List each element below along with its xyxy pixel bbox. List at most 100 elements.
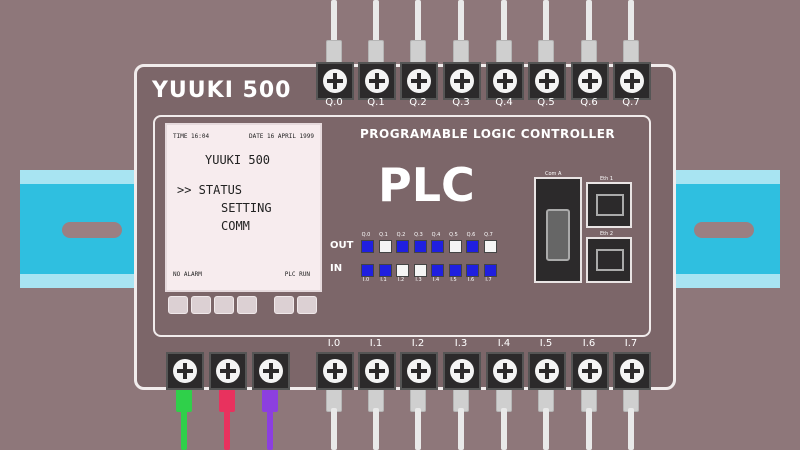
output-terminal-label: Q.7 xyxy=(622,97,640,108)
lcd-date: DATE 16 APRIL 1999 xyxy=(248,133,314,140)
output-wire xyxy=(543,0,549,45)
input-terminal[interactable] xyxy=(571,352,609,390)
output-terminal[interactable] xyxy=(316,62,354,100)
input-led-label: I.4 xyxy=(432,277,440,283)
power-terminal[interactable] xyxy=(166,352,204,390)
input-led xyxy=(431,264,444,277)
panel-button-1[interactable] xyxy=(168,296,188,314)
input-terminal-label: I.7 xyxy=(624,338,638,349)
screw-icon xyxy=(407,359,431,383)
panel-button-3[interactable] xyxy=(214,296,234,314)
lcd-menu-status[interactable]: >> STATUS xyxy=(177,183,243,197)
output-led xyxy=(413,240,427,253)
output-terminal[interactable] xyxy=(443,62,481,100)
input-terminal-label: I.3 xyxy=(454,338,468,349)
output-led-label: Q.3 xyxy=(414,232,423,238)
output-terminal[interactable] xyxy=(486,62,524,100)
output-led-label: Q.6 xyxy=(466,232,476,238)
output-wire xyxy=(458,0,464,45)
output-wire-plug xyxy=(453,40,469,64)
lcd-menu-comm[interactable]: COMM xyxy=(221,219,250,233)
input-wire xyxy=(331,408,337,450)
input-led xyxy=(378,264,392,277)
input-terminal-label: I.6 xyxy=(582,338,596,349)
output-wire-plug xyxy=(368,40,384,64)
panel-button-6[interactable] xyxy=(297,296,317,314)
output-terminal[interactable] xyxy=(400,62,438,100)
panel-button-5[interactable] xyxy=(274,296,294,314)
screw-icon xyxy=(365,69,389,93)
front-panel xyxy=(153,115,651,337)
output-led xyxy=(431,240,444,253)
input-terminal[interactable] xyxy=(443,352,481,390)
brand-title: YUUKI 500 xyxy=(152,78,292,103)
input-terminal-label: I.0 xyxy=(327,338,341,349)
input-led xyxy=(466,264,479,277)
eth2-label: Eth 2 xyxy=(600,231,614,237)
screw-icon xyxy=(535,359,559,383)
power-terminal[interactable] xyxy=(252,352,290,390)
screw-icon xyxy=(493,359,517,383)
input-led xyxy=(396,264,409,277)
output-terminal[interactable] xyxy=(571,62,609,100)
output-wire-plug xyxy=(326,40,342,64)
output-terminal-label: Q.5 xyxy=(537,97,555,108)
output-wire-plug xyxy=(538,40,554,64)
input-wire xyxy=(373,408,379,450)
screw-icon xyxy=(323,359,347,383)
input-led-label: I.3 xyxy=(415,277,422,283)
input-led-label: I.2 xyxy=(397,277,405,283)
out-row-label: OUT xyxy=(330,240,354,251)
output-wire xyxy=(628,0,634,45)
input-terminal[interactable] xyxy=(358,352,396,390)
panel-button-4[interactable] xyxy=(237,296,257,314)
output-terminal-label: Q.3 xyxy=(452,97,470,108)
input-led-label: I.1 xyxy=(380,277,387,283)
input-led xyxy=(483,264,497,277)
screw-icon xyxy=(450,359,474,383)
input-terminal-label: I.2 xyxy=(411,338,425,349)
panel-button-2[interactable] xyxy=(191,296,211,314)
output-wire-plug xyxy=(623,40,639,64)
input-led xyxy=(448,264,462,277)
output-wire xyxy=(373,0,379,45)
screw-icon xyxy=(620,69,644,93)
screw-icon xyxy=(450,69,474,93)
input-terminal[interactable] xyxy=(316,352,354,390)
screw-icon xyxy=(323,69,347,93)
output-wire xyxy=(415,0,421,45)
power-wire xyxy=(181,408,187,450)
output-wire xyxy=(501,0,507,45)
output-terminal[interactable] xyxy=(528,62,566,100)
com-port-label: Com A xyxy=(545,171,562,177)
screw-icon xyxy=(535,69,559,93)
screw-icon xyxy=(578,359,602,383)
power-terminal[interactable] xyxy=(209,352,247,390)
output-led-label: Q.1 xyxy=(379,232,388,238)
output-terminal[interactable] xyxy=(613,62,651,100)
output-wire-plug xyxy=(410,40,426,64)
input-terminal[interactable] xyxy=(613,352,651,390)
output-terminal-label: Q.0 xyxy=(325,97,343,108)
output-wire-plug xyxy=(581,40,597,64)
plc-logo: PLC xyxy=(378,158,475,212)
output-led xyxy=(448,240,462,253)
screw-icon xyxy=(216,359,240,383)
output-led-label: Q.7 xyxy=(484,232,493,238)
input-terminal[interactable] xyxy=(486,352,524,390)
output-led-label: Q.2 xyxy=(396,232,406,238)
lcd-menu-setting[interactable]: SETTING xyxy=(221,201,272,215)
input-terminal[interactable] xyxy=(400,352,438,390)
screw-icon xyxy=(173,359,197,383)
input-terminal[interactable] xyxy=(528,352,566,390)
in-row-label: IN xyxy=(330,263,343,274)
ethernet-port-2[interactable] xyxy=(586,237,632,283)
output-terminal[interactable] xyxy=(358,62,396,100)
screw-icon xyxy=(493,69,517,93)
screw-icon xyxy=(407,69,431,93)
com-port-db9[interactable] xyxy=(534,177,582,283)
lcd-title: YUUKI 500 xyxy=(205,153,271,167)
lcd-screen: TIME 16:04 DATE 16 APRIL 1999 YUUKI 500 … xyxy=(165,123,322,292)
input-wire xyxy=(501,408,507,450)
ethernet-port-1[interactable] xyxy=(586,182,632,228)
